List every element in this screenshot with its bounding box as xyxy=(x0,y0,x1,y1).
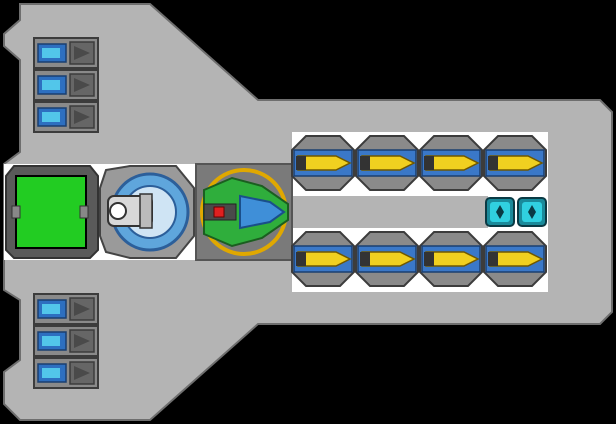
reactor-module[interactable] xyxy=(5,165,99,259)
thruster-top-1[interactable] xyxy=(33,37,99,69)
missile-top-1[interactable] xyxy=(291,135,355,191)
missile-bottom-1[interactable] xyxy=(291,231,355,287)
thruster-bottom-3[interactable] xyxy=(33,357,99,389)
missile-top-3[interactable] xyxy=(419,135,483,191)
shield-block-2[interactable] xyxy=(517,197,547,227)
missile-top-2[interactable] xyxy=(355,135,419,191)
cockpit-light xyxy=(213,206,225,218)
reactor-core xyxy=(15,175,87,249)
missile-bottom-3[interactable] xyxy=(419,231,483,287)
thruster-top-2[interactable] xyxy=(33,69,99,101)
missile-top-4[interactable] xyxy=(483,135,547,191)
cockpit-module[interactable] xyxy=(200,168,289,256)
thruster-top-3[interactable] xyxy=(33,101,99,133)
thruster-bottom-2[interactable] xyxy=(33,325,99,357)
engine-module[interactable] xyxy=(99,165,195,259)
missile-bottom-2[interactable] xyxy=(355,231,419,287)
missile-bottom-4[interactable] xyxy=(483,231,547,287)
thruster-bottom-1[interactable] xyxy=(33,293,99,325)
shield-block-1[interactable] xyxy=(485,197,515,227)
